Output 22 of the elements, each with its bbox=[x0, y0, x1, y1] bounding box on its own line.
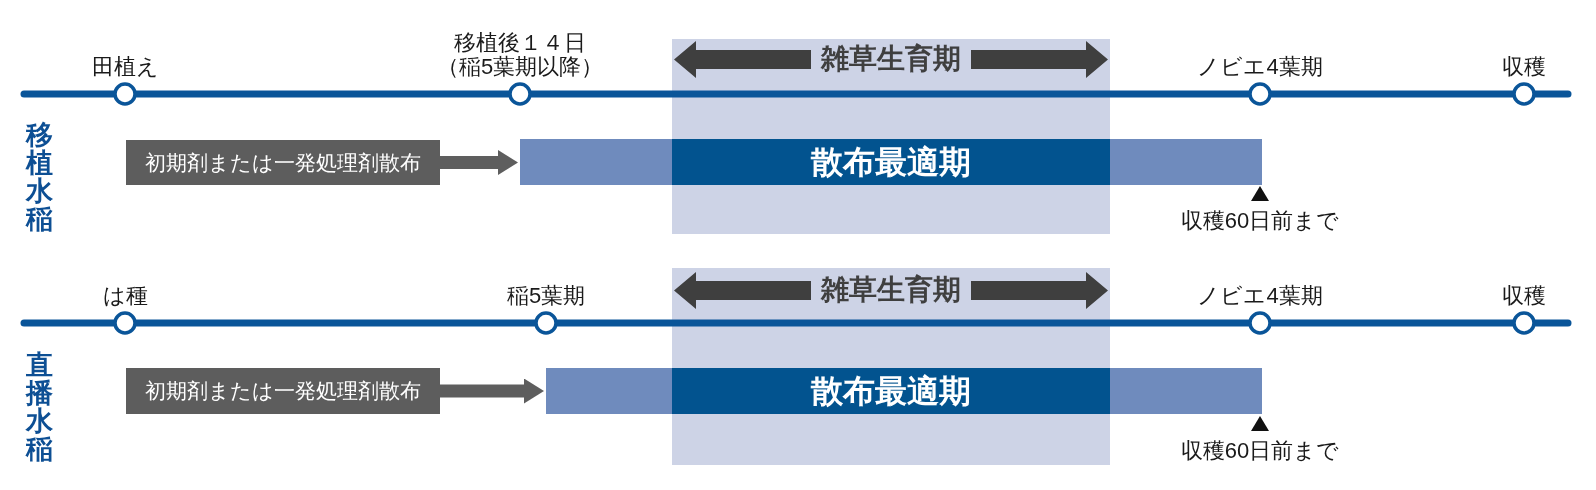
period-label: 雑草生育期 bbox=[821, 274, 961, 306]
treatment-box: 初期剤または一発処理剤散布 bbox=[126, 368, 440, 414]
arrow bbox=[440, 378, 544, 404]
milestone-label: 田植え bbox=[91, 55, 159, 79]
application-period-bar bbox=[546, 368, 1262, 414]
optimal-period-bar: 散布最適期 bbox=[672, 139, 1110, 185]
deadline-label: 収穫60日前まで bbox=[1180, 209, 1340, 233]
deadline-label: 収穫60日前まで bbox=[1180, 439, 1340, 463]
application-period-bar bbox=[520, 139, 1262, 185]
milestone-label: 移植後１４日（稲5葉期以降） bbox=[435, 31, 605, 79]
row-title: 移植水稲 bbox=[25, 121, 53, 233]
milestone-label: は種 bbox=[102, 284, 148, 308]
milestone-label: 稲5葉期 bbox=[506, 284, 586, 308]
period-label: 雑草生育期 bbox=[821, 43, 961, 75]
milestone-label: ノビエ4葉期 bbox=[1197, 55, 1323, 79]
milestone-label: 収穫 bbox=[1502, 55, 1546, 79]
milestone-label: ノビエ4葉期 bbox=[1197, 284, 1323, 308]
milestone-label: 収穫 bbox=[1502, 284, 1546, 308]
optimal-period-bar: 散布最適期 bbox=[672, 368, 1110, 414]
row-title: 直播水稲 bbox=[25, 351, 53, 463]
treatment-box: 初期剤または一発処理剤散布 bbox=[126, 140, 440, 185]
arrow bbox=[440, 150, 518, 175]
